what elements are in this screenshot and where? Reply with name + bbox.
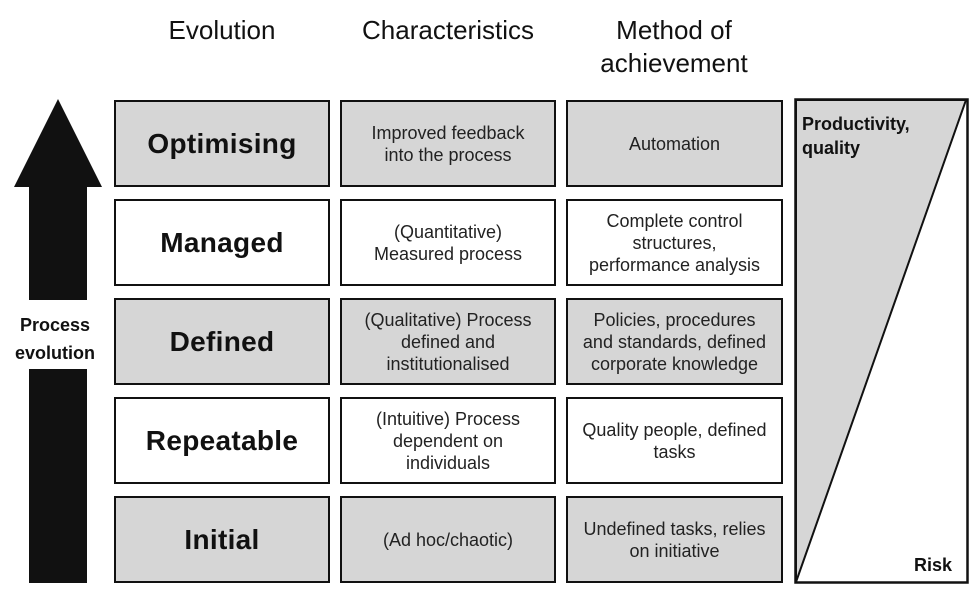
level-label: Managed [160, 226, 284, 258]
characteristics-line: (Intuitive) Process [375, 408, 521, 429]
arrow-shaft-upper [29, 186, 87, 300]
method-text: Automation [623, 133, 726, 155]
arrow-head [14, 99, 102, 187]
productivity-wedge [795, 99, 968, 583]
method-line: and standards, defined [582, 331, 767, 352]
header-method-line1: Method of [616, 15, 732, 45]
cell-defined-level: Defined [114, 298, 330, 385]
header-characteristics: Characteristics [362, 15, 534, 45]
process-evolution-arrow [14, 99, 102, 583]
level-label: Defined [169, 325, 275, 357]
cell-managed-characteristics: (Quantitative)Measured process [340, 199, 556, 286]
cell-managed-level: Managed [114, 199, 330, 286]
process-evolution-label: Process evolution [0, 311, 110, 367]
method-line: Undefined tasks, relies [583, 518, 766, 539]
level-label: Optimising [147, 127, 297, 159]
method-line: corporate knowledge [590, 353, 759, 374]
method-line: on initiative [629, 540, 720, 561]
characteristics-line: dependent on [392, 430, 504, 451]
method-line: Automation [628, 133, 721, 154]
method-line: Complete control [606, 210, 743, 231]
level-label: Repeatable [145, 424, 299, 456]
cell-repeatable-level: Repeatable [114, 397, 330, 484]
process-evolution-label-line2: evolution [15, 343, 95, 363]
arrow-shaft-lower [29, 369, 87, 583]
productivity-quality-label: Productivity, quality [802, 112, 910, 160]
header-evolution: Evolution [168, 15, 276, 45]
characteristics-line: individuals [405, 452, 491, 473]
cell-initial-characteristics: (Ad hoc/chaotic) [340, 496, 556, 583]
characteristics-text: (Quantitative)Measured process [368, 221, 528, 265]
cell-optimising-level: Optimising [114, 100, 330, 187]
cell-initial-level: Initial [114, 496, 330, 583]
characteristics-line: (Quantitative) [393, 221, 503, 242]
characteristics-line: defined and [400, 331, 496, 352]
productivity-label-line1: Productivity, [802, 114, 910, 134]
characteristics-line: Measured process [373, 243, 523, 264]
characteristics-line: into the process [384, 144, 512, 165]
characteristics-text: (Ad hoc/chaotic) [377, 529, 519, 551]
method-line: Policies, procedures [593, 309, 756, 330]
risk-label: Risk [914, 555, 953, 575]
process-evolution-label-line1: Process [19, 315, 91, 335]
characteristics-line: Improved feedback [371, 122, 525, 143]
level-label: Initial [184, 523, 260, 555]
characteristics-line: (Ad hoc/chaotic) [382, 529, 514, 550]
header-method-line2: achievement [600, 48, 748, 78]
characteristics-line: (Qualitative) Process [364, 309, 532, 330]
productivity-risk-triangle [794, 98, 969, 584]
method-line: tasks [653, 441, 696, 462]
cell-optimising-method: Automation [566, 100, 783, 187]
header-method: Method of achievement [566, 14, 782, 80]
method-line: performance analysis [588, 254, 761, 275]
characteristics-line: institutionalised [386, 353, 510, 374]
method-line: structures, [632, 232, 717, 253]
method-line: Quality people, defined [582, 419, 767, 440]
productivity-label-line2: quality [802, 138, 861, 158]
